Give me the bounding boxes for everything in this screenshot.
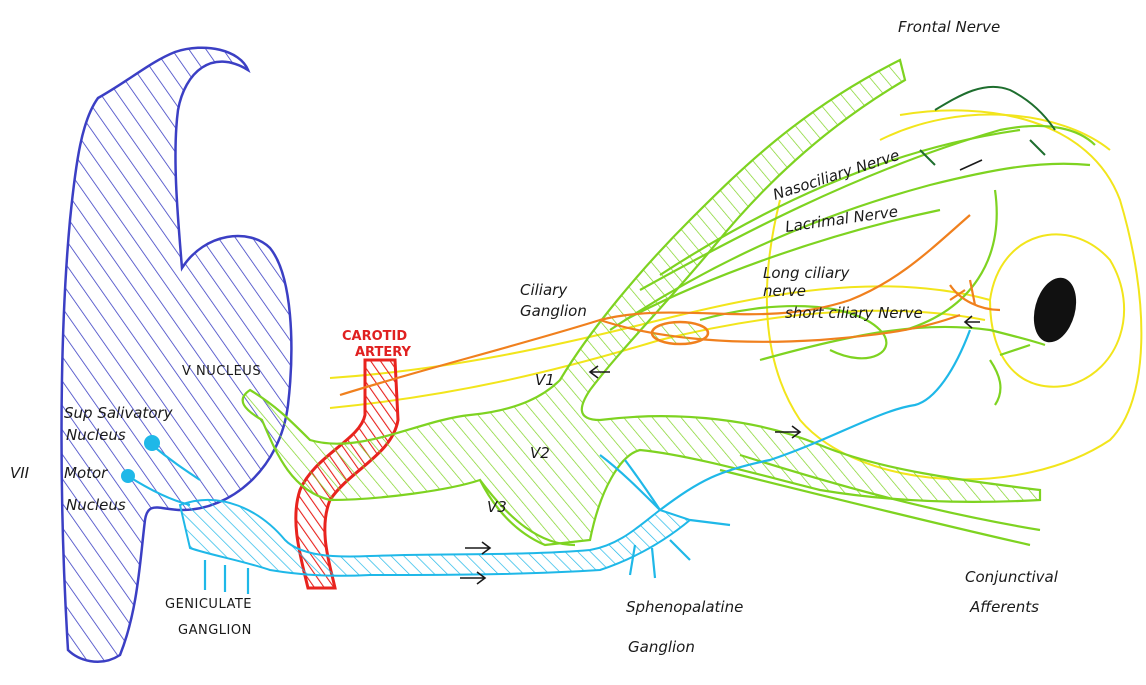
sup-salivatory-nucleus-dot (144, 435, 160, 451)
ciliary-ganglion-label-2: Ganglion (520, 302, 587, 320)
vii-motor-label-1: Motor (64, 464, 108, 482)
sup-salivatory-label-1: Sup Salivatory (64, 404, 174, 422)
v1-label: V1 (535, 371, 555, 389)
conjunctival-afferents-label-2: Afferents (969, 598, 1039, 616)
short-ciliary-nerve-label: short ciliary Nerve (785, 304, 923, 322)
brainstem-shape (62, 48, 292, 662)
vii-motor-label-2: Nucleus (66, 496, 126, 514)
ciliary-ganglion (652, 322, 708, 344)
vii-motor-label-prefix: VII (10, 464, 30, 482)
carotid-artery-label-2: ARTERY (355, 345, 412, 360)
vii-motor-nucleus-dot (121, 469, 135, 483)
geniculate-ganglion-label-1: GENICULATE (165, 597, 252, 612)
v2-label: V2 (530, 444, 550, 462)
cornea-pupil (1027, 273, 1083, 347)
ciliary-ganglion-label-1: Ciliary (520, 281, 568, 299)
long-ciliary-nerve-label-2: nerve (763, 282, 806, 300)
long-ciliary-nerve-label-1: Long ciliary (763, 264, 850, 282)
sphenopalatine-ganglion-label-1: Sphenopalatine (626, 598, 743, 616)
v3-label: V3 (487, 498, 507, 516)
conjunctival-afferents-label-1: Conjunctival (965, 568, 1059, 586)
v-nucleus-label: V NUCLEUS (182, 364, 261, 379)
sphenopalatine-ganglion-label-2: Ganglion (628, 638, 695, 656)
geniculate-ganglion-label-2: GANGLION (178, 623, 252, 638)
frontal-nerve-label: Frontal Nerve (898, 18, 1000, 36)
trigeminal-nerve (243, 60, 1095, 545)
carotid-artery-label-1: CAROTID (342, 329, 407, 344)
sup-salivatory-label-2: Nucleus (66, 426, 126, 444)
